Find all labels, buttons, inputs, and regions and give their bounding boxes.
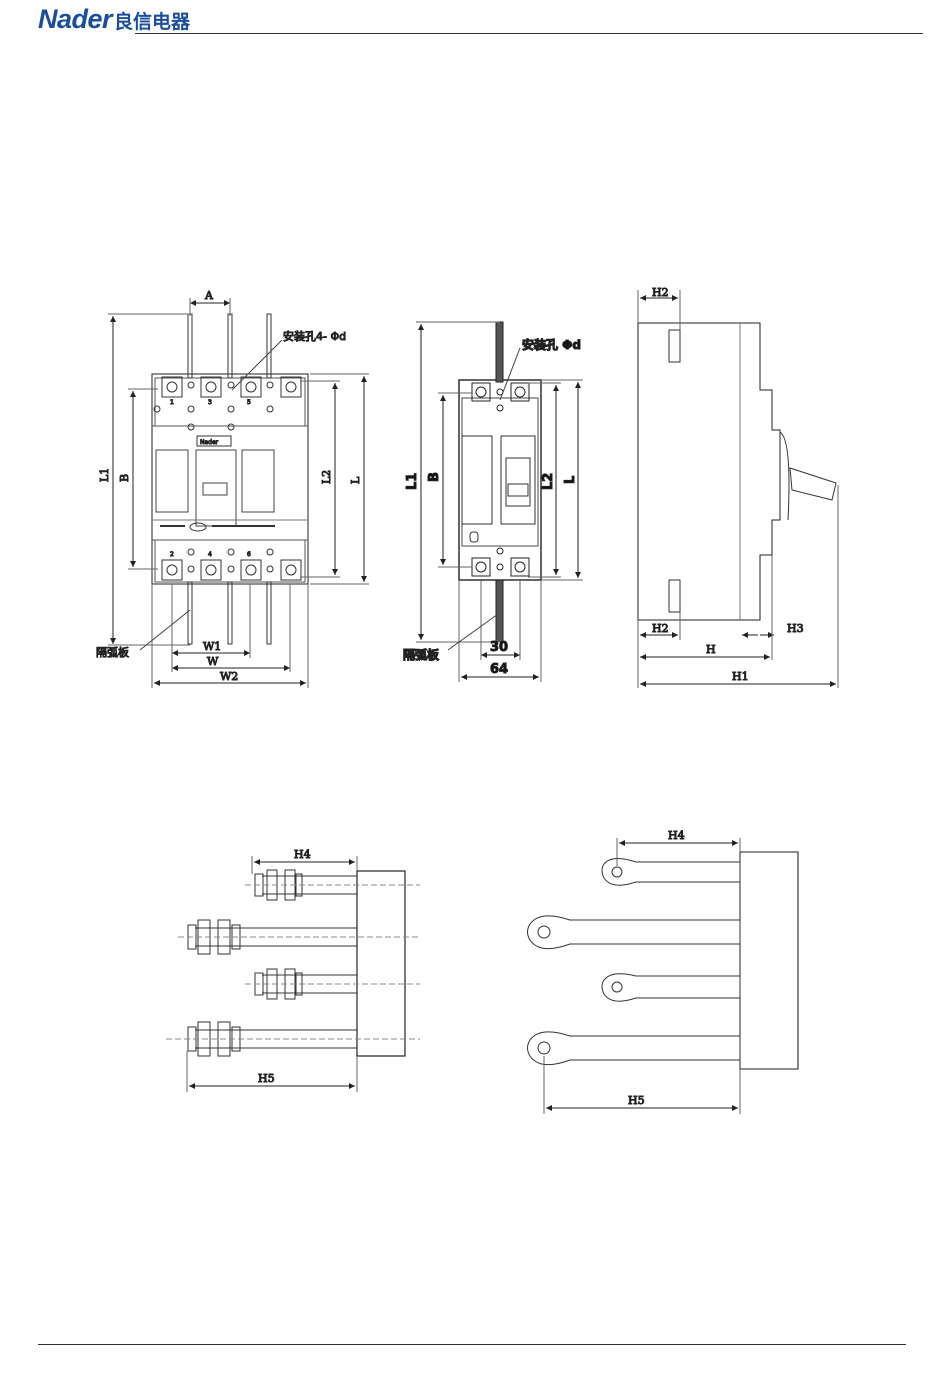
- lug-view-drawing: [528, 838, 799, 1114]
- stud-view-drawing: [166, 856, 420, 1092]
- dim-label-h3: H3: [787, 622, 804, 635]
- dim-label-l1-front: L1: [98, 468, 111, 482]
- dim-label-l2-front: L2: [320, 470, 333, 484]
- dim-label-h4-lug: H4: [668, 829, 685, 842]
- mount-hole-label-front: 安装孔4- Φd: [283, 329, 346, 343]
- middle-view-drawing: [416, 322, 583, 682]
- footer-rule: [38, 1344, 906, 1345]
- dim-label-30: 30: [490, 640, 508, 655]
- arc-barrier-label-middle: 隔弧板: [403, 647, 440, 662]
- dim-label-h: H: [706, 643, 716, 656]
- dim-label-h2-top: H2: [652, 286, 669, 299]
- dim-label-l1-middle: L1: [405, 473, 420, 490]
- dim-label-h1: H1: [732, 670, 749, 683]
- dim-label-64: 64: [490, 662, 508, 677]
- dim-label-b-middle: B: [427, 472, 442, 482]
- pole-label-1: 1: [170, 399, 174, 406]
- dim-label-h4-stud: H4: [294, 848, 311, 861]
- dim-label-b-front: B: [118, 474, 131, 482]
- dim-label-h2-bottom: H2: [652, 622, 669, 635]
- nameplate-label: Nader: [200, 439, 219, 446]
- pole-label-4: 4: [208, 551, 212, 558]
- dim-label-w: W: [207, 655, 219, 668]
- dim-label-w2: W2: [220, 670, 238, 683]
- pole-label-6: 6: [247, 551, 251, 558]
- pole-label-5: 5: [247, 399, 251, 406]
- dim-label-h5-lug: H5: [628, 1094, 645, 1107]
- arc-barrier-label-front: 隔弧板: [96, 645, 129, 659]
- pole-label-3: 3: [208, 399, 212, 406]
- dim-label-h5-stud: H5: [258, 1072, 275, 1085]
- dim-label-l2-middle: L2: [541, 473, 556, 490]
- front-view-drawing: [108, 298, 369, 688]
- pole-label-2: 2: [170, 551, 174, 558]
- mount-hole-label-middle: 安装孔 Φd: [522, 337, 581, 352]
- dim-label-w1: W1: [203, 640, 221, 653]
- dim-label-a: A: [204, 289, 214, 302]
- dim-label-l-front: L: [349, 476, 362, 484]
- dim-label-l-middle: L: [563, 476, 578, 484]
